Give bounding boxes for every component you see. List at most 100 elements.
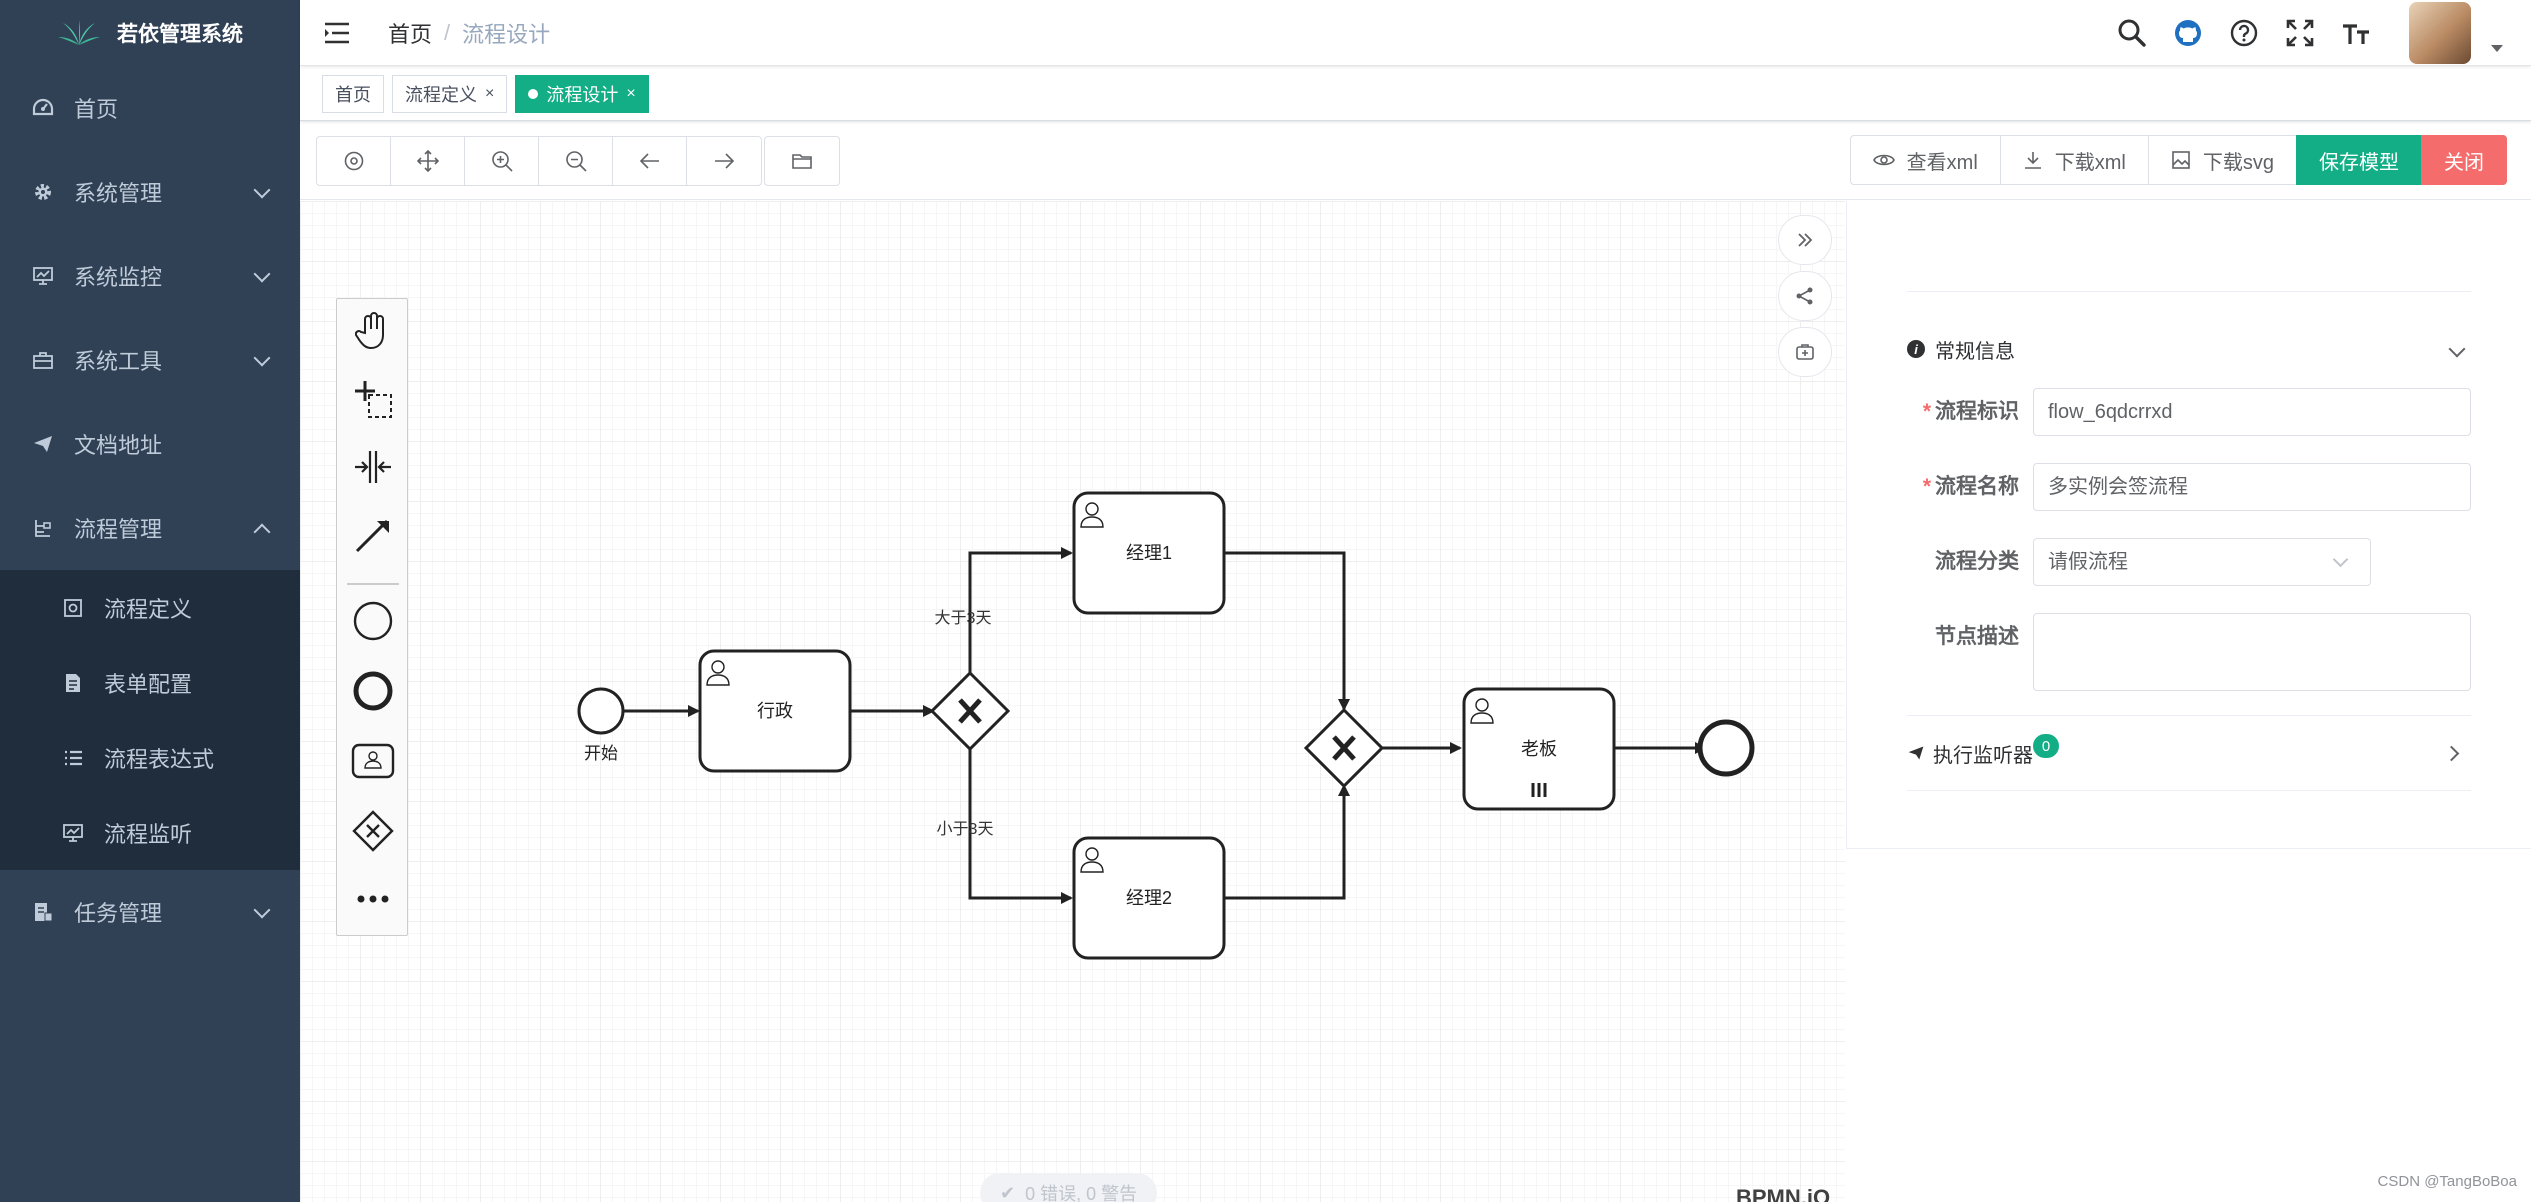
flow-gateway-manager2[interactable] [968,748,1073,904]
tag-home[interactable]: 首页 [322,74,384,113]
user-task-icon[interactable] [351,739,395,783]
node-desc-textarea[interactable] [2033,613,2471,691]
breadcrumb-home[interactable]: 首页 [388,21,433,47]
active-dot [528,88,539,99]
listener-label: 执行监听器 [1933,744,2033,767]
close-icon[interactable]: × [626,84,636,102]
sidebar-item-monitor[interactable]: 系统监控 [0,234,300,318]
zoom-in-button[interactable] [465,136,539,185]
sidebar-item-form[interactable]: 表单配置 [0,645,300,720]
font-size-icon[interactable] [2339,16,2373,50]
sidebar-item-flow[interactable]: 流程管理 [0,486,300,570]
help-icon[interactable] [2227,16,2261,50]
tag-label: 首页 [335,84,371,105]
github-icon[interactable] [2171,16,2205,50]
user-task-icon [1080,847,1104,873]
fit-view-button[interactable] [317,136,391,185]
logo-icon [58,20,100,45]
sidebar-item-task[interactable]: 任务管理 [0,870,300,954]
fullscreen-icon[interactable] [2283,16,2317,50]
process-name-label: *流程名称 [1922,475,2019,498]
sidebar-item-home[interactable]: 首页 [0,66,300,150]
download-svg-button[interactable]: 下载svg [2147,135,2296,185]
general-info-header[interactable]: i 常规信息 [1907,319,2471,379]
sidebar-item-system[interactable]: 系统管理 [0,150,300,234]
open-file-button[interactable] [765,137,839,185]
sidebar-item-definition[interactable]: 流程定义 [0,570,300,645]
task-boss[interactable] [1462,687,1616,811]
definition-icon [60,595,86,621]
sidebar-item-docs[interactable]: 文档地址 [0,402,300,486]
view-xml-label: 查看xml [1906,151,1978,174]
hamburger-icon[interactable] [324,21,352,45]
hand-tool-icon[interactable] [351,309,395,353]
flow-manager2-join[interactable] [1224,784,1350,900]
paper-plane-icon [30,431,56,457]
sidebar-item-label: 首页 [74,97,119,122]
task-manager2[interactable] [1072,836,1226,960]
brand[interactable]: 若依管理系统 [0,0,300,66]
sidebar-item-label: 系统监控 [74,265,163,290]
move-button[interactable] [391,136,465,185]
flow-manager1-join[interactable] [1224,551,1350,711]
bpmn-io-logo[interactable]: BPMN.iO [1736,1185,1831,1202]
download-xml-button[interactable]: 下载xml [1999,135,2148,185]
task-icon [30,899,56,925]
save-model-button[interactable]: 保存模型 [2296,135,2421,185]
tag-definition[interactable]: 流程定义 × [392,74,508,113]
monitor-icon [60,820,86,846]
task-admin[interactable] [698,649,852,773]
download-icon [2024,152,2041,169]
collapse-panel-icon[interactable] [1778,215,1832,265]
end-event[interactable] [1697,719,1755,777]
breadcrumb-separator: / [444,19,451,45]
sidebar-item-expression[interactable]: 流程表达式 [0,720,300,795]
space-tool-icon[interactable] [351,445,395,489]
divider [1907,291,2471,292]
execution-listener-header[interactable]: 执行监听器 0 [1907,715,2471,791]
undo-button[interactable] [613,136,687,185]
more-icon[interactable] [351,877,395,921]
lint-status-label: 0 错误, 0 警告 [1025,1184,1138,1202]
process-category-label: 流程分类 [1935,550,2019,573]
search-icon[interactable] [2115,16,2149,50]
bpmn-canvas[interactable]: 开始 行政 大于3天 小于3天 经理1 经理2 [300,201,1845,1202]
add-element-icon[interactable] [1778,327,1832,377]
check-icon: ✔ [1000,1182,1016,1202]
connect-tool-icon[interactable] [351,513,395,557]
sidebar-item-listener[interactable]: 流程监听 [0,795,300,870]
watermark: CSDN @TangBoBoa [2377,1173,2517,1190]
task-manager1[interactable] [1072,491,1226,615]
start-event-icon[interactable] [351,599,395,643]
sidebar: 若依管理系统 首页 系统管理 系统监控 系统工具 [0,0,300,1202]
flow-label-gt: 大于3天 [935,609,992,627]
zoom-out-button[interactable] [539,136,613,185]
lasso-tool-icon[interactable] [351,377,395,421]
info-icon: i [1907,340,1925,358]
view-xml-button[interactable]: 查看xml [1849,135,2000,185]
close-label: 关闭 [2444,151,2484,174]
caret-down-icon[interactable] [2491,44,2503,52]
lint-status[interactable]: ✔ 0 错误, 0 警告 [980,1173,1158,1202]
close-button[interactable]: 关闭 [2421,135,2507,185]
flow-gateway-manager1[interactable] [968,547,1073,674]
sidebar-item-label: 文档地址 [74,433,163,458]
process-id-input[interactable]: flow_6qdcrrxd [2033,388,2471,436]
sidebar-item-tools[interactable]: 系统工具 [0,318,300,402]
process-category-value: 请假流程 [2048,551,2128,573]
start-event[interactable] [577,687,625,735]
avatar[interactable] [2409,2,2471,64]
redo-button[interactable] [687,137,761,185]
process-name-input[interactable]: 多实例会签流程 [2033,463,2471,511]
end-event-icon[interactable] [351,669,395,713]
process-category-select[interactable]: 请假流程 [2033,538,2371,586]
tag-designer[interactable]: 流程设计 × [515,74,649,113]
process-name-row: *流程名称 多实例会签流程 [1907,463,2471,511]
close-icon[interactable]: × [485,84,495,102]
navbar-actions [2115,0,2503,66]
gateway-icon[interactable] [351,809,395,853]
task-admin-label: 行政 [757,701,793,721]
task-boss-label: 老板 [1521,739,1557,759]
share-icon[interactable] [1778,271,1832,321]
chevron-right-icon [2443,745,2460,762]
